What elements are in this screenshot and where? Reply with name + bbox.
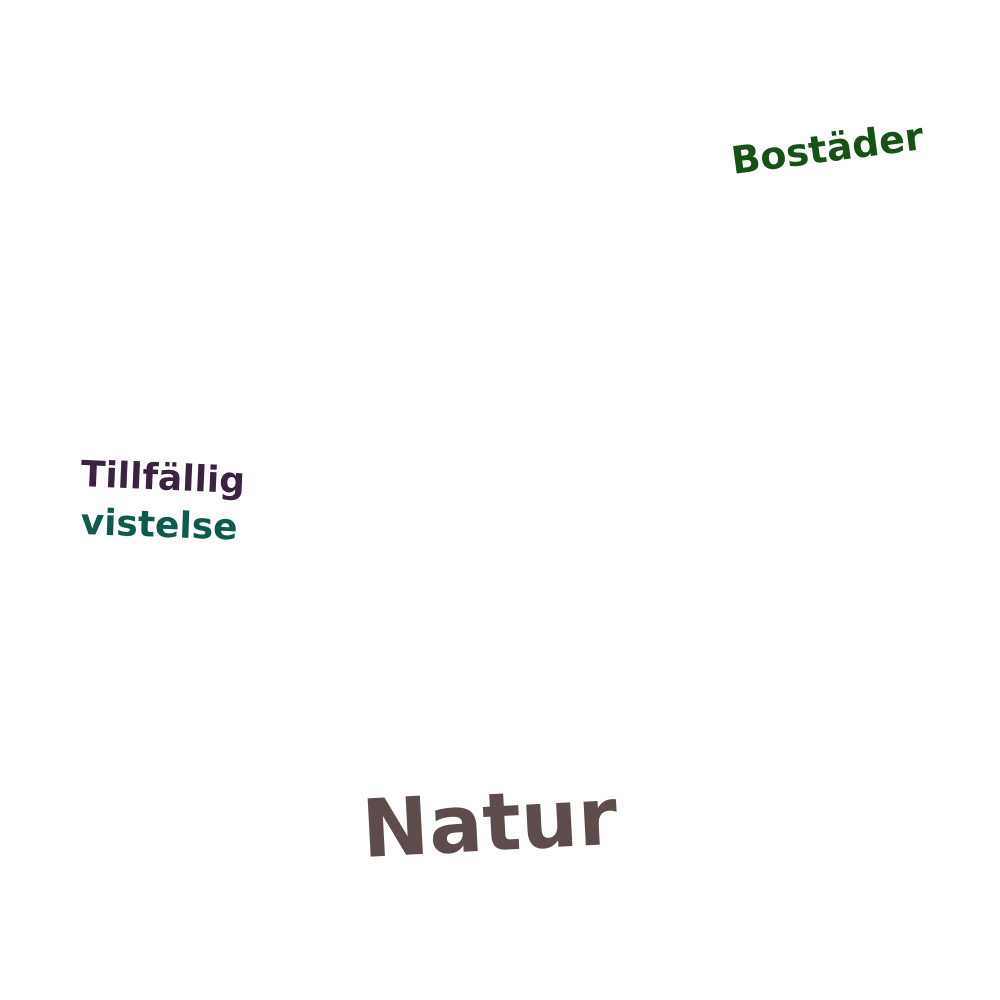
word-natur: Natur [359, 769, 620, 876]
word-tillfallig: Tillfällig [79, 454, 246, 503]
word-vistelse: vistelse [79, 502, 239, 549]
word-bostader: Bostäder [728, 114, 926, 183]
